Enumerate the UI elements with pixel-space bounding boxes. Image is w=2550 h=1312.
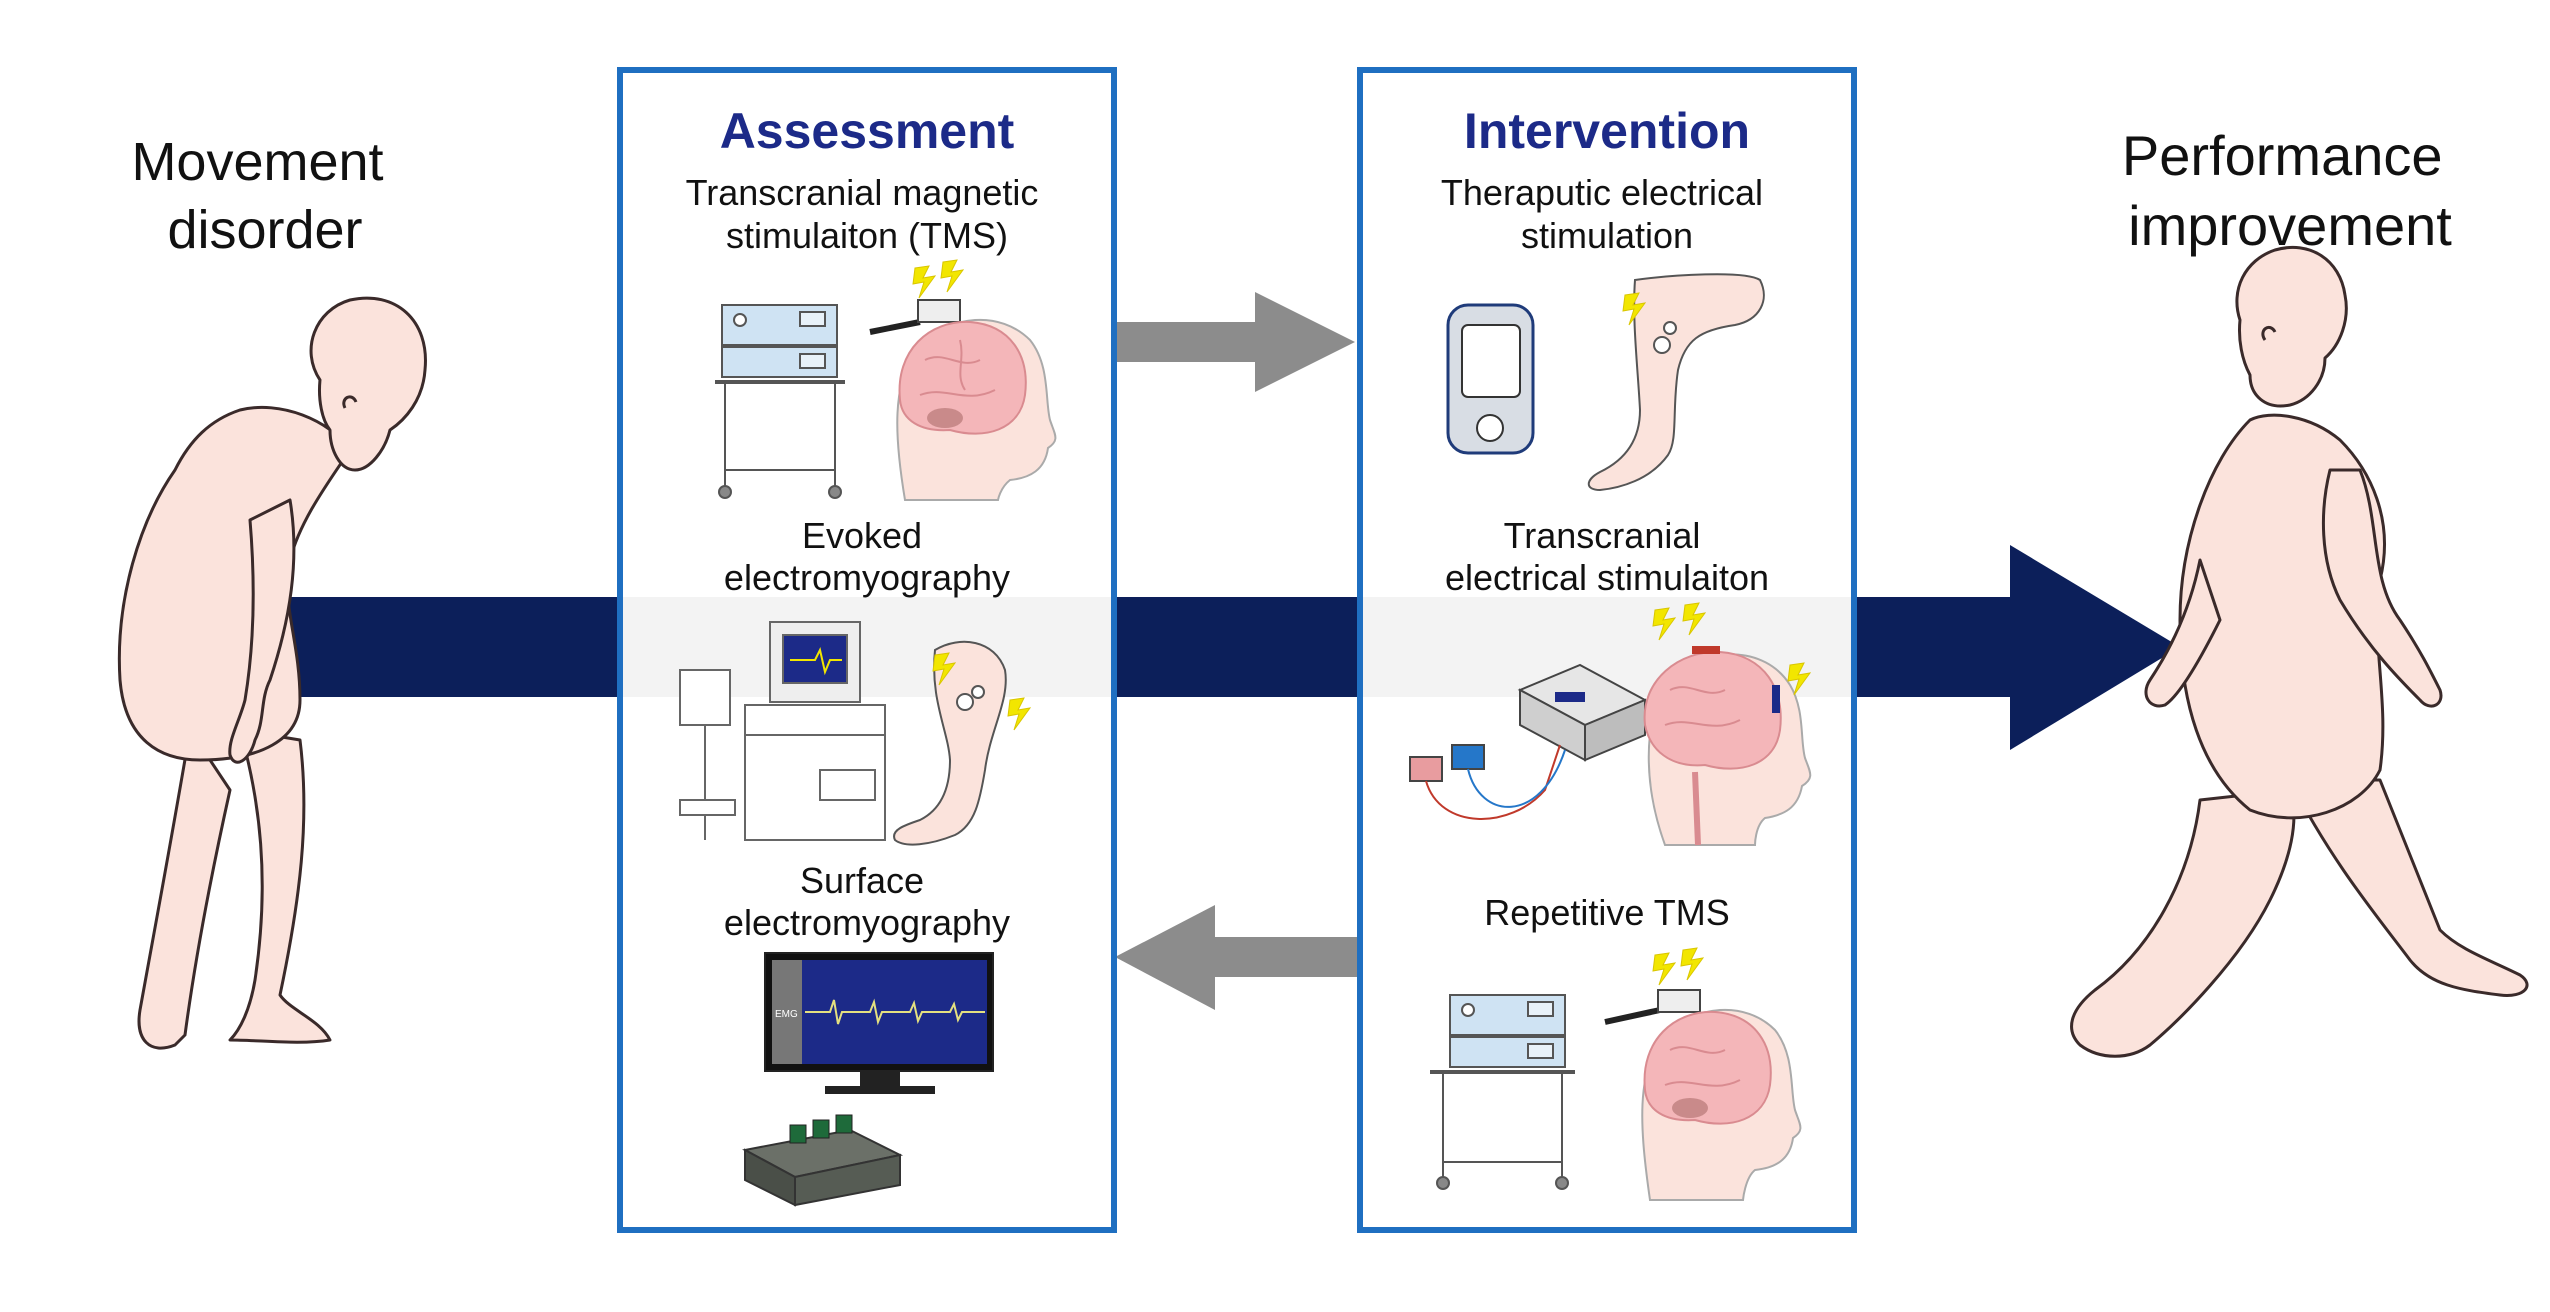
tms-device-icon [715, 304, 845, 499]
right-label-line-1: Performance [2122, 124, 2443, 187]
stimulator-device-icon [1446, 303, 1535, 455]
emg-monitor-icon: EMG [764, 952, 994, 1094]
assessment-item-surface-emg: Surface electromyography [724, 860, 1010, 943]
tms-coil-icon [869, 259, 964, 335]
leg-electrode-icon [1587, 273, 1765, 492]
brain-head-icon [1641, 1009, 1802, 1201]
right-label: Performance improvement [2122, 124, 2458, 257]
tdcs-device-icon [1409, 663, 1648, 820]
left-label-line-1: Movement [131, 132, 383, 192]
stooped-person-icon [117, 296, 427, 1050]
right-label-line-2: improvement [2128, 194, 2452, 257]
assessment-item-evoked-emg: Evoked electromyography [724, 515, 1010, 598]
main-progress-arrow [260, 545, 2180, 750]
intervention-item-electrical-stim: Theraputic electrical stimulation [1441, 172, 1773, 256]
intervention-item-rtms: Repetitive TMS [1484, 892, 1729, 933]
monitor-label: EMG [775, 1009, 798, 1020]
left-label-line-2: disorder [167, 200, 362, 260]
brain-head-icon [896, 319, 1057, 501]
forward-arrow [1115, 292, 1355, 392]
tms-coil-icon [1604, 947, 1704, 1025]
tms-device-icon [1430, 994, 1575, 1190]
brain-head-icon [1643, 602, 1812, 846]
assessment-heading: Assessment [720, 103, 1015, 159]
backward-arrow [1115, 905, 1360, 1010]
left-label: Movement disorder [131, 132, 398, 260]
assessment-item-tms: Transcranial magnetic stimulaiton (TMS) [686, 172, 1049, 256]
intervention-heading: Intervention [1464, 103, 1750, 159]
leg-electrode-icon [893, 640, 1031, 846]
walking-person-icon [2070, 245, 2529, 1058]
amplifier-box-icon [742, 1114, 904, 1207]
intervention-item-tes: Transcranial electrical stimulaiton [1445, 515, 1769, 598]
emg-cart-icon [679, 621, 886, 841]
